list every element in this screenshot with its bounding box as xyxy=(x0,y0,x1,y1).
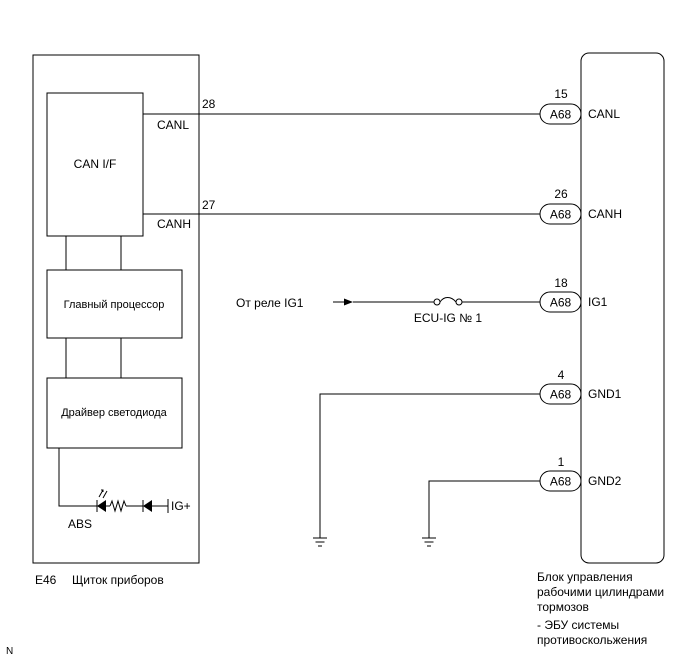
ecu-title-line-2: рабочими цилиндрами xyxy=(537,585,664,599)
meter-canh-label: CANH xyxy=(157,217,191,231)
fuse-icon xyxy=(433,297,463,306)
ground-icon-1 xyxy=(313,537,327,547)
connector-ig1: 18 A68 IG1 xyxy=(539,276,608,313)
ecu-pin-1: 1 xyxy=(558,455,565,469)
gnd2-wire xyxy=(428,480,540,538)
led-driver-label: Драйвер светодиода xyxy=(61,407,167,419)
ecu-pin-26: 26 xyxy=(554,187,568,201)
arrow-right-icon xyxy=(344,298,353,306)
ecu-ig1-label: IG1 xyxy=(588,295,608,309)
ecu-pin-4: 4 xyxy=(558,368,565,382)
connector-code: A68 xyxy=(550,296,572,310)
ecu-subtitle-line-2: противоскольжения xyxy=(537,633,647,647)
ecu-canl-label: CANL xyxy=(588,107,620,121)
meter-pin-28: 28 xyxy=(202,97,216,111)
can-if-block xyxy=(46,92,144,237)
abs-label: ABS xyxy=(68,517,92,531)
led-driver-block xyxy=(46,377,183,449)
gnd1-wire xyxy=(319,393,540,538)
ecu-pin-18: 18 xyxy=(554,276,568,290)
ecu-subtitle-line-1: - ЭБУ системы xyxy=(537,618,619,632)
meter-canl-label: CANL xyxy=(157,118,189,132)
connector-code: A68 xyxy=(550,108,572,122)
meter-name: Щиток приборов xyxy=(72,573,164,587)
main-cpu-label: Главный процессор xyxy=(64,299,165,311)
ecu-gnd1-label: GND1 xyxy=(588,387,622,401)
resistor-icon xyxy=(109,499,127,513)
can-if-label: CAN I/F xyxy=(74,157,117,171)
ecu-pin-15: 15 xyxy=(554,87,568,101)
diode-icon xyxy=(143,500,152,512)
ig1-source-label: От реле IG1 xyxy=(236,296,304,310)
ecu-canh-label: CANH xyxy=(588,207,622,221)
ground-icon-2 xyxy=(422,537,436,547)
connector-gnd1: 4 A68 GND1 xyxy=(539,368,622,405)
ecu-title-line-1: Блок управления xyxy=(537,570,633,584)
connector-canl: 15 A68 CANL xyxy=(539,87,620,125)
connector-code: A68 xyxy=(550,208,572,222)
abs-led-icon xyxy=(97,500,106,512)
connector-code: A68 xyxy=(550,475,572,489)
main-cpu-block xyxy=(46,269,183,339)
fuse-label: ECU-IG № 1 xyxy=(414,311,483,325)
connector-code: A68 xyxy=(550,388,572,402)
meter-pin-27: 27 xyxy=(202,198,216,212)
meter-code: E46 xyxy=(35,573,57,587)
connector-canh: 26 A68 CANH xyxy=(539,187,622,225)
abs-indicator-circuit: IG+ ABS xyxy=(58,448,191,531)
ig-plus-label: IG+ xyxy=(171,499,191,513)
ecu-outline xyxy=(580,52,665,564)
connector-gnd2: 1 A68 GND2 xyxy=(539,455,622,492)
ecu-gnd2-label: GND2 xyxy=(588,474,622,488)
ecu-title-line-3: тормозов xyxy=(537,600,589,614)
corner-mark: N xyxy=(6,646,13,657)
